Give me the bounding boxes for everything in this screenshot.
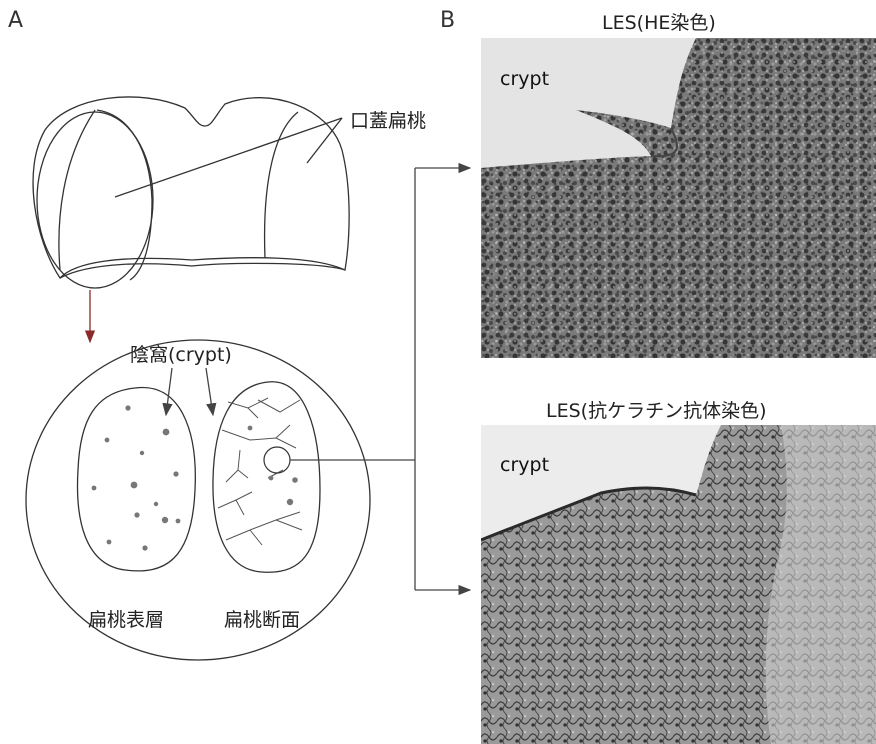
he-crypt-label: crypt — [500, 68, 549, 90]
keratin-crypt-label: crypt — [500, 454, 549, 476]
tonsil-section-oval — [213, 382, 320, 573]
tonsil-section-label: 扁桃断面 — [224, 605, 300, 632]
palatine-tonsil-label: 口蓋扁桃 — [350, 106, 426, 133]
tonsil-surface-label: 扁桃表層 — [88, 605, 164, 632]
crypt-label: 陰窩(crypt) — [130, 340, 232, 367]
crypt-branches — [218, 398, 302, 545]
tonsil-surface-oval — [78, 387, 196, 570]
magnified-region-circle — [264, 447, 290, 473]
palatine-tonsil-drawing — [33, 97, 349, 288]
tonsil-leader-lines — [115, 118, 342, 197]
he-stain-caption: LES(HE染色) — [602, 8, 716, 35]
keratin-stain-caption: LES(抗ケラチン抗体染色) — [546, 396, 766, 423]
crypt-pointer-arrows — [166, 368, 213, 415]
